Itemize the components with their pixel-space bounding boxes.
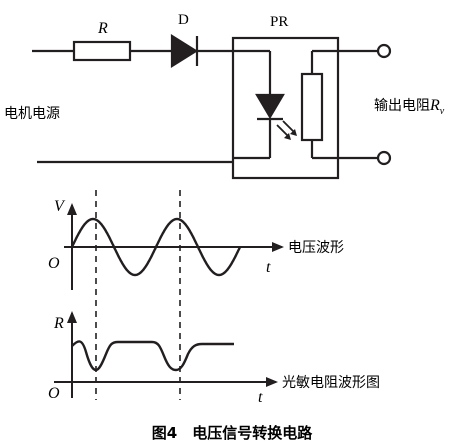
voltage-x-label: t — [266, 259, 271, 276]
output-terminal-bottom — [376, 150, 392, 166]
resistance-curve — [71, 340, 234, 372]
voltage-origin-label: O — [48, 255, 60, 272]
resistance-origin-label: O — [48, 385, 60, 402]
photo-resistor-element — [300, 49, 338, 160]
resistor-label: R — [97, 20, 108, 37]
photoresistor-label: PR — [270, 14, 288, 30]
diode-label: D — [178, 12, 189, 28]
photoresistor-box — [231, 36, 340, 180]
output-terminal-top — [376, 43, 392, 59]
figure-caption: 图4 电压信号转换电路 — [152, 424, 313, 442]
voltage-plot-title: 电压波形 — [288, 240, 344, 256]
output-label: 输出电阻Rv — [374, 97, 445, 117]
resistance-y-label: R — [53, 315, 64, 332]
resistor — [72, 40, 132, 62]
diode — [170, 34, 199, 68]
resistance-plot: R O t 光敏电阻波形图 — [48, 311, 380, 406]
light-arrows-icon — [276, 120, 297, 140]
led — [233, 49, 285, 160]
voltage-y-label: V — [54, 198, 66, 215]
voltage-plot: V O t 电压波形 — [48, 198, 344, 290]
resistance-x-label: t — [258, 389, 263, 406]
resistance-plot-title: 光敏电阻波形图 — [282, 375, 380, 391]
voltage-sine-curve — [70, 217, 242, 277]
power-label: 电机电源 — [4, 106, 60, 122]
